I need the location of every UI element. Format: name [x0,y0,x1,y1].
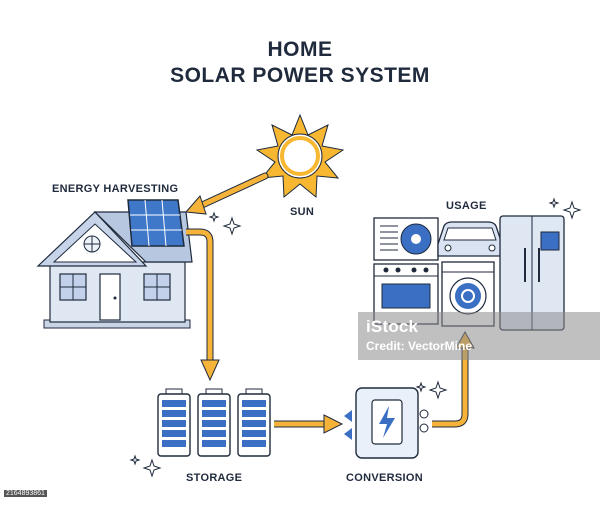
watermark-credit: Credit: VectorMine [366,339,473,353]
title-line-1: HOME [267,38,333,61]
watermark-bar [358,312,600,360]
battery-icon [197,388,231,457]
label-sun: SUN [290,206,315,218]
sun-icon [255,113,345,199]
label-conversion: CONVERSION [346,472,423,484]
watermark-logo: iStock [366,317,419,336]
label-storage: STORAGE [186,472,243,484]
arrow-storage-to-conversion [274,414,344,434]
arrow-sun-to-panel [184,172,269,215]
battery-icon [157,388,191,457]
car-icon [437,221,503,257]
air-conditioner-icon [373,217,439,261]
stock-id: 2164893861 [4,490,47,497]
solar-panel-icon [127,199,185,247]
sparkle-icon [129,197,582,478]
label-usage: USAGE [446,200,487,212]
inverter-icon [344,387,429,459]
title-line-2: SOLAR POWER SYSTEM [170,64,430,87]
battery-icon [237,388,271,457]
label-energy-harvesting: ENERGY HARVESTING [52,183,179,195]
arrow-panel-to-storage [186,228,220,382]
